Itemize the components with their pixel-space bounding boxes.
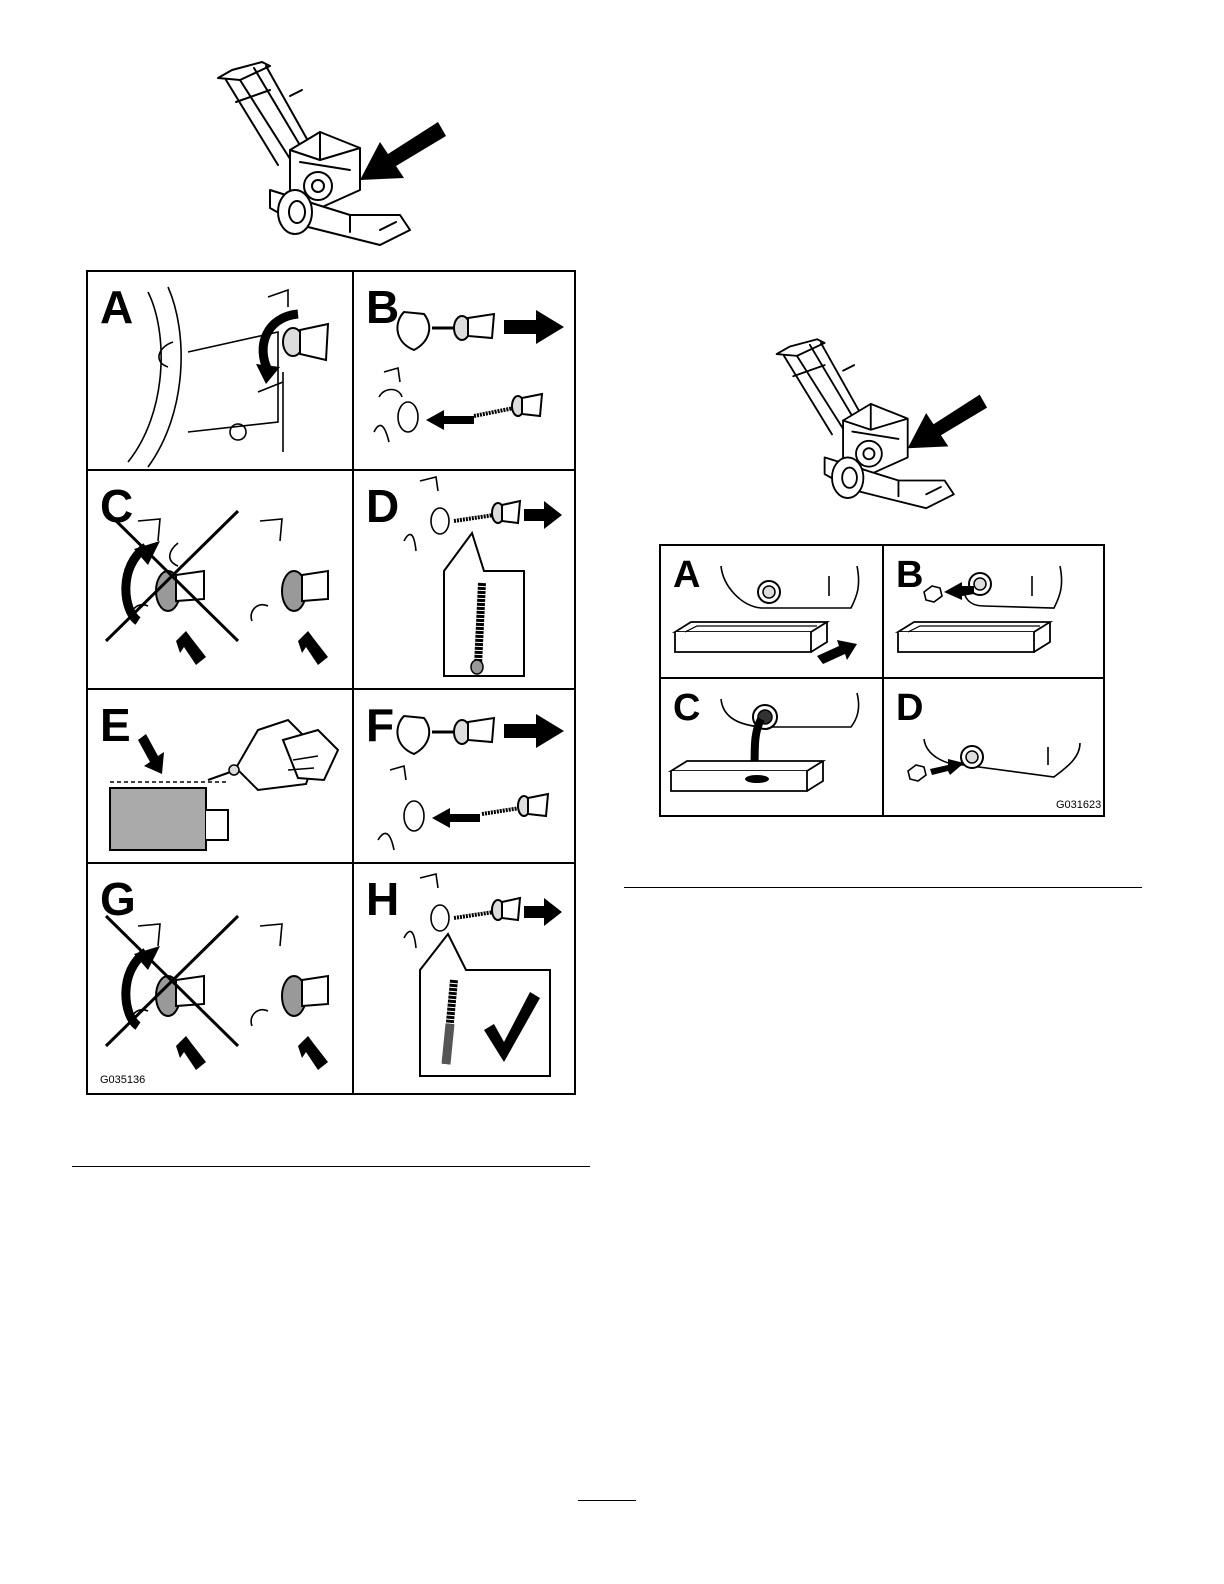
machine-illustration-right bbox=[760, 318, 1000, 523]
panel-a: A bbox=[88, 272, 352, 469]
wipe-dipstick-again-illustration bbox=[354, 690, 574, 862]
position-drain-pan-illustration bbox=[661, 546, 882, 677]
add-oil-illustration bbox=[88, 690, 352, 862]
panel-b: B bbox=[354, 272, 574, 469]
figure-code: G035136 bbox=[100, 1074, 145, 1086]
drain-panel-b: B bbox=[884, 546, 1103, 677]
panel-e: E bbox=[88, 690, 352, 862]
section-divider-right bbox=[624, 887, 1142, 888]
panel-h: H bbox=[354, 864, 574, 1093]
panel-d: D bbox=[354, 471, 574, 688]
check-oil-level-illustration bbox=[354, 471, 574, 688]
figure-code: G031623 bbox=[1056, 799, 1101, 811]
drain-panel-d: D G031623 bbox=[884, 679, 1103, 815]
section-divider-left bbox=[72, 1166, 590, 1167]
wipe-dipstick-illustration bbox=[354, 272, 574, 469]
oil-level-ok-illustration bbox=[354, 864, 574, 1093]
figure-left-grid: A B bbox=[86, 270, 576, 1095]
page-footer-rule bbox=[578, 1500, 636, 1501]
panel-g: G G035136 bbox=[88, 864, 352, 1093]
drain-panel-a: A bbox=[661, 546, 882, 677]
drain-panel-c: C bbox=[661, 679, 882, 815]
figure-right-grid: A B C bbox=[659, 544, 1105, 817]
remove-drain-plug-illustration bbox=[884, 546, 1103, 677]
panel-f: F bbox=[354, 690, 574, 862]
do-not-screw-in-again-illustration bbox=[88, 864, 352, 1093]
dipstick-cap-rotate-illustration bbox=[88, 272, 352, 469]
machine-illustration-left bbox=[200, 40, 460, 260]
install-drain-plug-illustration bbox=[884, 679, 1103, 815]
panel-c: C bbox=[88, 471, 352, 688]
do-not-screw-in-illustration bbox=[88, 471, 352, 688]
drain-oil-illustration bbox=[661, 679, 882, 815]
